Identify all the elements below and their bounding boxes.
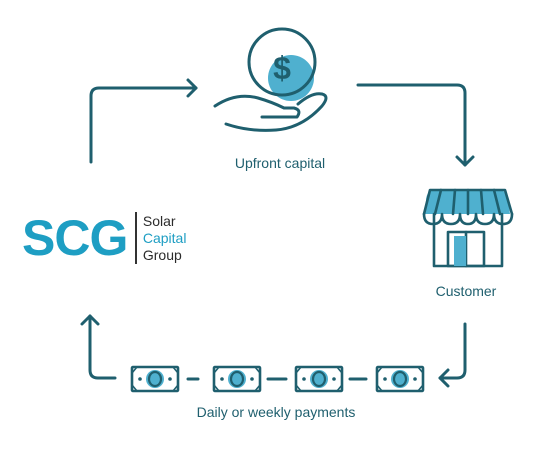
logo-word-solar: Solar <box>142 212 176 229</box>
logo-divider <box>135 212 137 264</box>
customer-label: Customer <box>435 283 497 299</box>
logo-word-group: Group <box>142 246 182 263</box>
banknote-icon <box>212 365 262 393</box>
banknote-icon <box>375 365 425 393</box>
storefront-icon <box>422 188 514 268</box>
banknote-icon <box>130 365 180 393</box>
upfront-capital-label: Upfront capital <box>234 155 326 171</box>
payments-label: Daily or weekly payments <box>196 404 356 420</box>
arrow-capital-to-customer <box>356 83 467 167</box>
logo-word-capital: Capital <box>142 229 187 246</box>
arrowhead-payments <box>438 368 450 388</box>
arrow-payments-to-logo <box>88 314 117 380</box>
arrow-customer-to-payments <box>438 322 467 380</box>
svg-text:$: $ <box>273 50 291 86</box>
money-hand-icon: $ <box>213 27 328 132</box>
company-logo: SCG Solar Capital Group <box>22 210 186 266</box>
arrow-logo-to-capital <box>89 86 198 164</box>
arrowhead-logo <box>80 314 100 326</box>
arrowhead-capital <box>186 78 198 98</box>
logo-mark: SCG <box>22 210 128 266</box>
arrowhead-customer <box>455 155 475 167</box>
banknote-icon <box>294 365 344 393</box>
logo-wordmark: Solar Capital Group <box>143 213 187 264</box>
